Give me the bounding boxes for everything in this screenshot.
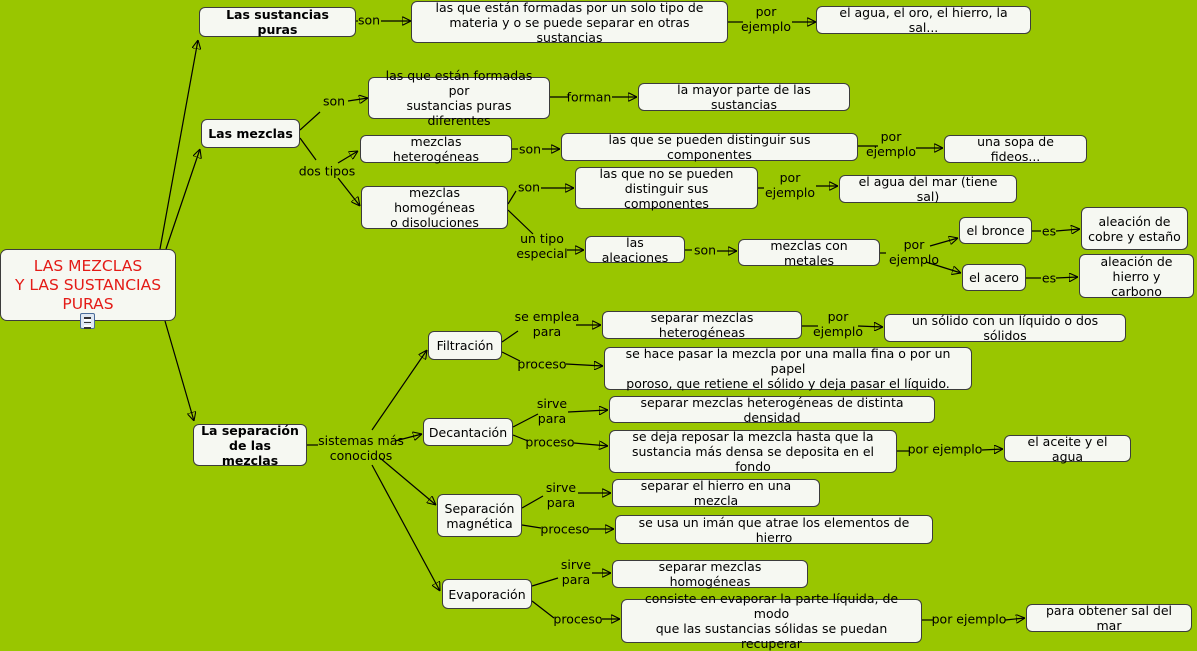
link-label-dos-tipos: dos tipos xyxy=(298,163,356,179)
link-label-proceso: proceso xyxy=(553,611,603,627)
concept-puras-ejemplo[interactable]: el agua, el oro, el hierro, la sal... xyxy=(816,5,1031,35)
connector-line xyxy=(531,577,559,587)
concept-magnetica[interactable]: Separación magnética xyxy=(437,494,522,537)
concept-agua-mar[interactable]: el agua del mar (tiene sal) xyxy=(839,174,1017,204)
connector-line xyxy=(1055,277,1078,278)
link-label-se-emplea-para: se emplea para xyxy=(514,309,580,339)
link-label-proceso: proceso xyxy=(525,434,575,450)
link-label-es: es xyxy=(1041,223,1057,239)
link-label-proceso: proceso xyxy=(517,356,567,372)
link-label-por-ejemplo: por ejemplo xyxy=(865,129,917,159)
concept-filt-ejemplo[interactable]: un sólido con un líquido o dos sólidos xyxy=(884,313,1126,343)
concept-decantacion[interactable]: Decantación xyxy=(423,418,513,446)
concept-heterogeneas[interactable]: mezclas heterogéneas xyxy=(360,134,512,164)
connector-line xyxy=(501,330,519,343)
link-label-por-ejemplo: por ejemplo xyxy=(812,309,864,339)
link-label-por-ejemplo: por ejemplo xyxy=(764,170,816,200)
concept-hetero-definicion[interactable]: las que se pueden distinguir sus compone… xyxy=(561,132,858,162)
concept-filt-proceso[interactable]: se hace pasar la mezcla por una malla fi… xyxy=(604,346,972,391)
connector-line xyxy=(337,151,358,164)
link-label-por-ejemplo: por ejemplo xyxy=(907,441,983,457)
link-label-son: son xyxy=(693,242,717,258)
connector-line xyxy=(573,443,608,446)
connector-line xyxy=(521,524,542,529)
connector-line xyxy=(512,413,539,428)
concept-sopa[interactable]: una sopa de fideos... xyxy=(944,134,1087,164)
concept-acero[interactable]: el acero xyxy=(962,264,1026,291)
concept-mezclas-metales[interactable]: mezclas con metales xyxy=(738,238,880,268)
link-label-un-tipo-especial: un tipo especial xyxy=(516,231,568,261)
connector-line xyxy=(1004,618,1025,620)
connector-line xyxy=(507,190,517,205)
connector-line xyxy=(299,111,321,131)
connector-line xyxy=(371,464,440,591)
link-label-por-ejemplo: por ejemplo xyxy=(740,4,792,34)
concept-evap-proceso[interactable]: consiste en evaporar la parte líquida, d… xyxy=(621,591,922,651)
concept-bronce[interactable]: el bronce xyxy=(959,217,1032,244)
concept-filtracion[interactable]: Filtración xyxy=(428,331,502,360)
concept-acero-definicion[interactable]: aleación de hierro y carbono xyxy=(1079,254,1194,299)
connector-line xyxy=(379,457,436,505)
link-label-son: son xyxy=(357,12,381,28)
connector-line xyxy=(521,495,544,509)
concept-aceite-agua[interactable]: el aceite y el agua xyxy=(1004,434,1131,464)
connector-line xyxy=(929,238,958,247)
link-label-sirve-para: sirve para xyxy=(560,557,592,587)
connector-line xyxy=(925,261,961,273)
concept-mezclas-definicion[interactable]: las que están formadas por sustancias pu… xyxy=(368,68,550,128)
concept-mag-separar[interactable]: separar el hierro en una mezcla xyxy=(612,478,820,508)
link-label-por-ejemplo: por ejemplo xyxy=(931,611,1007,627)
link-label-por-ejemplo: por ejemplo xyxy=(888,237,940,267)
connector-line xyxy=(159,40,198,250)
concept-mag-proceso[interactable]: se usa un imán que atrae los elementos d… xyxy=(615,515,933,545)
concept-sal-mar[interactable]: para obtener sal del mar xyxy=(1026,603,1192,633)
link-label-es: es xyxy=(1041,270,1057,286)
concept-mayor-parte[interactable]: la mayor parte de las sustancias xyxy=(638,82,850,112)
link-label-forman: forman xyxy=(566,89,612,105)
concept-sustancias-puras[interactable]: Las sustancias puras xyxy=(199,7,356,37)
concept-puras-definicion[interactable]: las que están formadas por un solo tipo … xyxy=(411,0,728,45)
connector-line xyxy=(531,600,555,619)
document-icon[interactable] xyxy=(80,313,95,329)
connector-line xyxy=(299,137,317,161)
connector-line xyxy=(501,351,521,362)
connector-line xyxy=(857,326,883,327)
connector-line xyxy=(347,98,368,101)
concept-separacion[interactable]: La separación de las mezclas xyxy=(193,423,307,468)
connector-line xyxy=(1055,229,1080,231)
connector-line xyxy=(567,410,608,412)
link-label-son: son xyxy=(322,93,346,109)
link-label-sirve-para: sirve para xyxy=(545,480,577,510)
link-label-sirve-para: sirve para xyxy=(536,396,568,426)
link-label-son: son xyxy=(518,141,542,157)
connector-line xyxy=(394,434,422,442)
concept-dec-separar[interactable]: separar mezclas heterogéneas de distinta… xyxy=(609,395,935,425)
concept-homogeneas[interactable]: mezclas homogéneas o disoluciones xyxy=(361,185,508,230)
link-label-son: son xyxy=(517,179,541,195)
link-label-proceso: proceso xyxy=(540,521,590,537)
concept-filt-separar[interactable]: separar mezclas heterogéneas xyxy=(602,310,802,340)
connector-line xyxy=(512,434,529,442)
connector-line xyxy=(337,177,360,206)
connector-line xyxy=(371,350,427,431)
concept-mezclas[interactable]: Las mezclas xyxy=(201,119,300,148)
concept-evaporacion[interactable]: Evaporación xyxy=(442,579,532,609)
concept-dec-proceso[interactable]: se deja reposar la mezcla hasta que la s… xyxy=(609,429,897,474)
concept-bronce-definicion[interactable]: aleación de cobre y estaño xyxy=(1081,207,1188,250)
connector-line xyxy=(981,449,1003,450)
connector-line xyxy=(164,320,194,421)
concept-evap-separar[interactable]: separar mezclas homogéneas xyxy=(612,559,808,589)
link-label-sistemas-mas-conocidos: sistemas más conocidos xyxy=(318,433,404,463)
connector-line xyxy=(165,149,200,250)
concept-aleaciones[interactable]: las aleaciones xyxy=(585,235,685,265)
connector-line xyxy=(565,364,603,366)
root-concept[interactable]: LAS MEZCLAS Y LAS SUSTANCIAS PURAS xyxy=(0,249,176,321)
concept-homo-definicion[interactable]: las que no se pueden distinguir sus comp… xyxy=(575,166,758,211)
connector-line xyxy=(507,209,534,235)
